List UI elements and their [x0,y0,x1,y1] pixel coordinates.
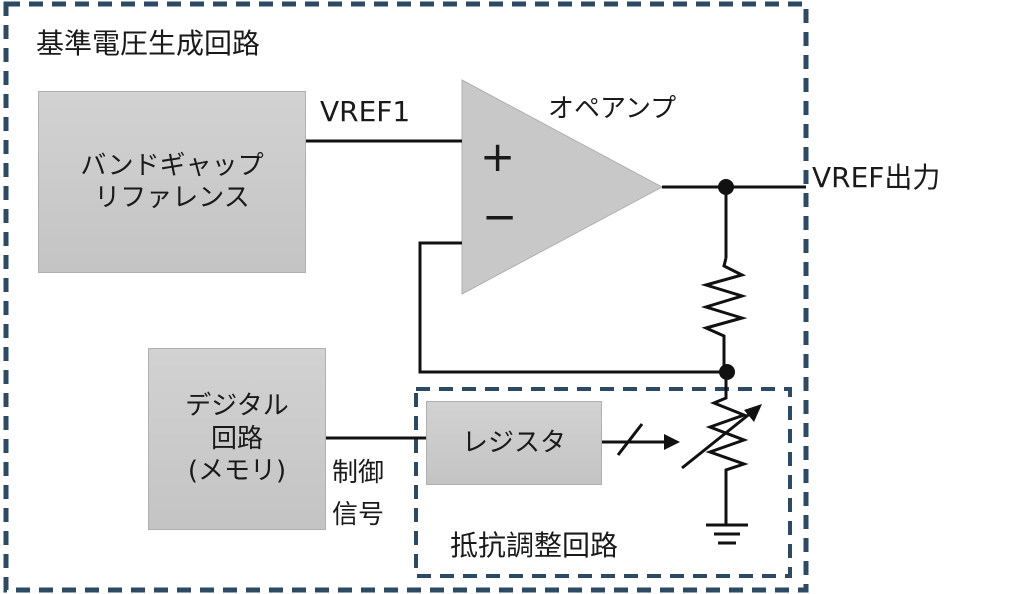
opamp-minus-sign: − [482,192,518,241]
bandgap-reference-block: バンドギャップ リファレンス [38,91,306,273]
inner-boundary [414,387,792,578]
bandgap-label-line1: バンドギャップ [80,150,264,181]
junction-dot-feedback [719,364,735,380]
variable-resistor [705,372,749,525]
opamp-symbol [461,79,664,295]
register-block: レジスタ [426,401,602,485]
vref-output-label: VREF出力 [812,161,941,194]
opamp-label: オペアンプ [548,94,677,124]
outer-title: 基準電圧生成回路 [36,27,261,60]
digital-label-line2: 回路 [210,423,263,454]
outer-boundary [3,1,809,593]
register-arrowhead [664,434,680,450]
fixed-resistor [700,257,748,372]
digital-label-line3: (メモリ) [187,456,287,487]
digital-label-line1: デジタル [185,391,289,422]
bandgap-label-line2: リファレンス [94,183,250,213]
variable-arrowhead [744,404,762,422]
bus-slash [616,423,644,456]
variable-arrow-line [681,410,753,470]
opamp-plus-sign: + [480,132,516,181]
digital-circuit-block: デジタル 回路 (メモリ) [148,348,326,530]
inner-title: 抵抗調整回路 [450,529,619,562]
control-signal-label-line1: 制御 [332,458,385,488]
control-signal-label-line2: 信号 [332,500,385,530]
junction-dot-output [718,179,734,195]
feedback-wire [418,241,728,374]
vref1-label: VREF1 [320,95,411,128]
register-label: レジスタ [461,427,566,458]
